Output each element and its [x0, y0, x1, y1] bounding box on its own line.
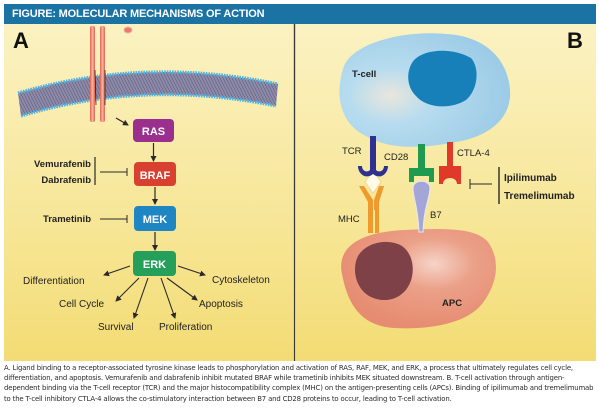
b7-ligand — [412, 180, 431, 233]
erk-outcome-arrows — [103, 265, 206, 319]
node-erk: ERK — [133, 251, 176, 276]
inhibitor-trametinib: Trametinib — [43, 214, 91, 225]
inhibitor-tremelimumab: Tremelimumab — [504, 191, 575, 202]
receptor-tyrosine-kinase — [90, 26, 106, 122]
panel-divider — [293, 24, 296, 361]
apc-nucleus — [354, 241, 413, 301]
tcr-receptor — [358, 136, 388, 177]
node-ras-label: RAS — [142, 126, 165, 138]
inhibitor-dabrafenib: Dabrafenib — [41, 175, 91, 186]
ctla4-receptor — [439, 142, 461, 184]
outcome-cytoskeleton: Cytoskeleton — [212, 275, 270, 286]
cd28-label: CD28 — [384, 152, 408, 163]
outcome-proliferation: Proliferation — [159, 322, 212, 333]
apc-label: APC — [442, 298, 462, 309]
inhibition-bar-braf — [100, 168, 128, 176]
b7-label: B7 — [430, 210, 442, 221]
node-braf: BRAF — [134, 162, 176, 186]
arrow-receptor-to-ras — [115, 117, 129, 126]
inhibition-bar-ctla4 — [469, 179, 492, 189]
outcome-apoptosis: Apoptosis — [199, 299, 243, 310]
node-mek-label: MEK — [143, 214, 168, 226]
outcome-differentiation: Differentiation — [23, 276, 85, 287]
tcr-label: TCR — [342, 146, 362, 157]
figure-title: FIGURE: MOLECULAR MECHANISMS OF ACTION — [12, 8, 265, 20]
t-cell-label: T-cell — [352, 69, 376, 80]
caption-text: A. Ligand binding to a receptor-associat… — [4, 364, 594, 403]
inhibitor-ipilimumab: Ipilimumab — [504, 173, 557, 184]
panel-a-diagram: A RAS BRAF — [13, 26, 279, 333]
cd28-receptor — [409, 144, 434, 182]
panel-b-label: B — [567, 28, 583, 53]
ligand-icon — [123, 26, 133, 34]
antigen-icon — [364, 170, 382, 194]
node-erk-label: ERK — [143, 259, 166, 271]
t-cell: T-cell — [339, 33, 511, 147]
cell-membrane — [17, 70, 279, 118]
panel-b-diagram: B T-cell APC — [338, 28, 583, 329]
outcome-cell-cycle: Cell Cycle — [59, 299, 104, 310]
mhc-label: MHC — [338, 214, 360, 225]
figure-caption: A. Ligand binding to a receptor-associat… — [4, 363, 596, 404]
figure-header: FIGURE: MOLECULAR MECHANISMS OF ACTION — [4, 4, 596, 24]
panel-b: B T-cell APC — [296, 24, 596, 361]
node-ras: RAS — [133, 119, 174, 142]
node-braf-label: BRAF — [140, 170, 171, 182]
mhc-receptor — [359, 186, 384, 233]
ctla4-label: CTLA-4 — [457, 148, 490, 159]
inhibition-bar-mek — [100, 215, 128, 223]
inhibitor-vemurafenib: Vemurafenib — [34, 159, 91, 170]
t-cell-nucleus — [408, 50, 477, 107]
apc-cell: APC — [341, 229, 496, 329]
panel-a: A RAS BRAF — [4, 24, 293, 361]
outcome-survival: Survival — [98, 322, 134, 333]
panel-a-label: A — [13, 28, 29, 53]
node-mek: MEK — [134, 206, 176, 231]
